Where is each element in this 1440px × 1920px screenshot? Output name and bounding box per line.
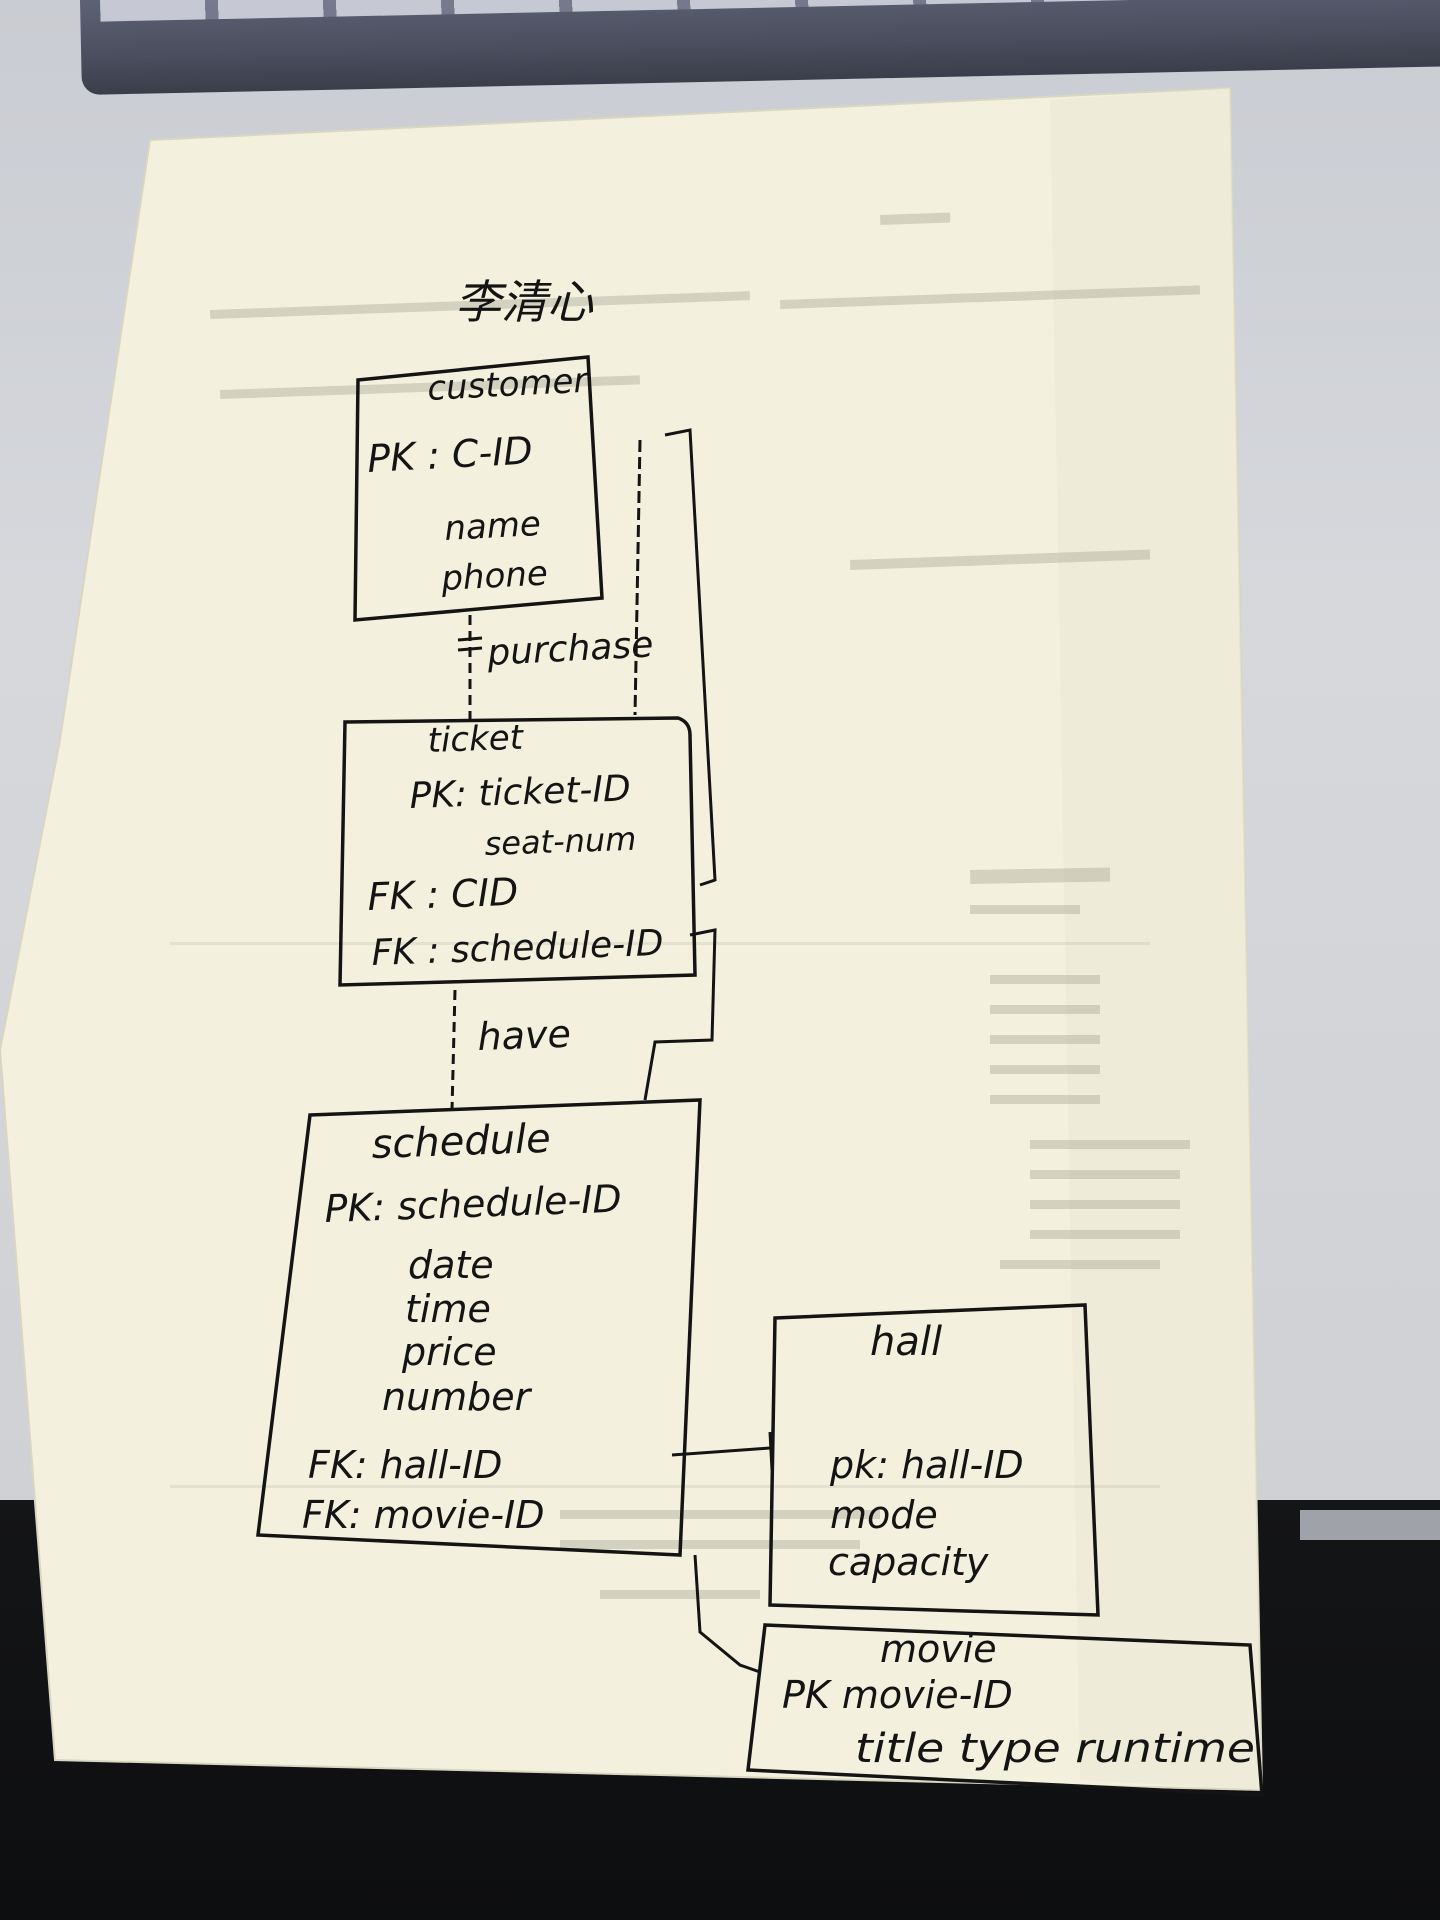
ticket-attr-seat: seat-num	[484, 820, 637, 863]
entity-schedule: schedule PK: schedule-ID date time price…	[256, 1098, 702, 1557]
hall-attr-mode: mode	[830, 1493, 938, 1537]
schedule-pk: PK: schedule-ID	[324, 1177, 623, 1231]
author-name: 李清心	[455, 275, 594, 329]
customer-ticket-connectors	[633, 428, 717, 887]
ticket-fk-schedule: FK : schedule-ID	[371, 923, 664, 974]
schedule-fk-movie: FK: movie-ID	[302, 1493, 545, 1537]
entity-movie: movie PK movie-ID title type runtime	[746, 1623, 1264, 1797]
movie-box	[746, 1623, 1264, 1797]
purchase-label: purchase	[485, 624, 654, 674]
customer-attr-phone: phone	[439, 553, 548, 599]
have-label: have	[477, 1012, 572, 1059]
customer-pk: PK : C-ID	[366, 428, 534, 481]
paper-shadow	[1050, 88, 1262, 1790]
customer-attr-name: name	[443, 504, 541, 549]
movie-attrs: title type runtime	[855, 1726, 1255, 1772]
entity-customer: customer PK : C-ID name phone	[353, 355, 604, 622]
ticket-box	[338, 716, 697, 987]
schedule-attr-number: number	[382, 1375, 533, 1419]
customer-box	[353, 355, 604, 622]
relationship-have: have	[450, 989, 572, 1111]
schedule-hall-line	[671, 1446, 771, 1457]
ticket-schedule-connector	[643, 928, 717, 1101]
relationship-purchase: purchase	[457, 615, 654, 720]
entity-hall: hall pk: hall-ID mode capacity	[768, 1303, 1100, 1617]
customer-title: customer	[426, 361, 590, 409]
hall-title: hall	[870, 1319, 942, 1365]
hall-box	[768, 1303, 1100, 1617]
schedule-movie-connector	[693, 1554, 761, 1674]
bleed-through	[170, 212, 1201, 1599]
have-line	[450, 989, 457, 1111]
schedule-attr-time: time	[405, 1287, 491, 1331]
purchase-tick-2	[457, 646, 483, 652]
connector-loop	[664, 428, 717, 887]
hall-pk: pk: hall-ID	[829, 1443, 1024, 1487]
movie-pk: PK movie-ID	[782, 1673, 1013, 1717]
connector-dashed	[633, 439, 642, 716]
purchase-tick-1	[457, 636, 483, 642]
ticket-pk: PK: ticket-ID	[409, 768, 632, 817]
schedule-attr-date: date	[408, 1243, 494, 1287]
hall-attr-capacity: capacity	[828, 1540, 989, 1584]
schedule-attr-price: price	[401, 1330, 497, 1374]
desk-edge	[1300, 1510, 1440, 1540]
schedule-box	[256, 1098, 702, 1557]
ticket-title: ticket	[427, 718, 525, 761]
schedule-title: schedule	[371, 1116, 552, 1168]
ticket-fk-cid: FK : CID	[367, 870, 519, 919]
movie-title: movie	[880, 1627, 997, 1671]
entity-ticket: ticket PK: ticket-ID seat-num FK : CID F…	[338, 716, 697, 987]
schedule-fk-hall: FK: hall-ID	[308, 1443, 502, 1487]
